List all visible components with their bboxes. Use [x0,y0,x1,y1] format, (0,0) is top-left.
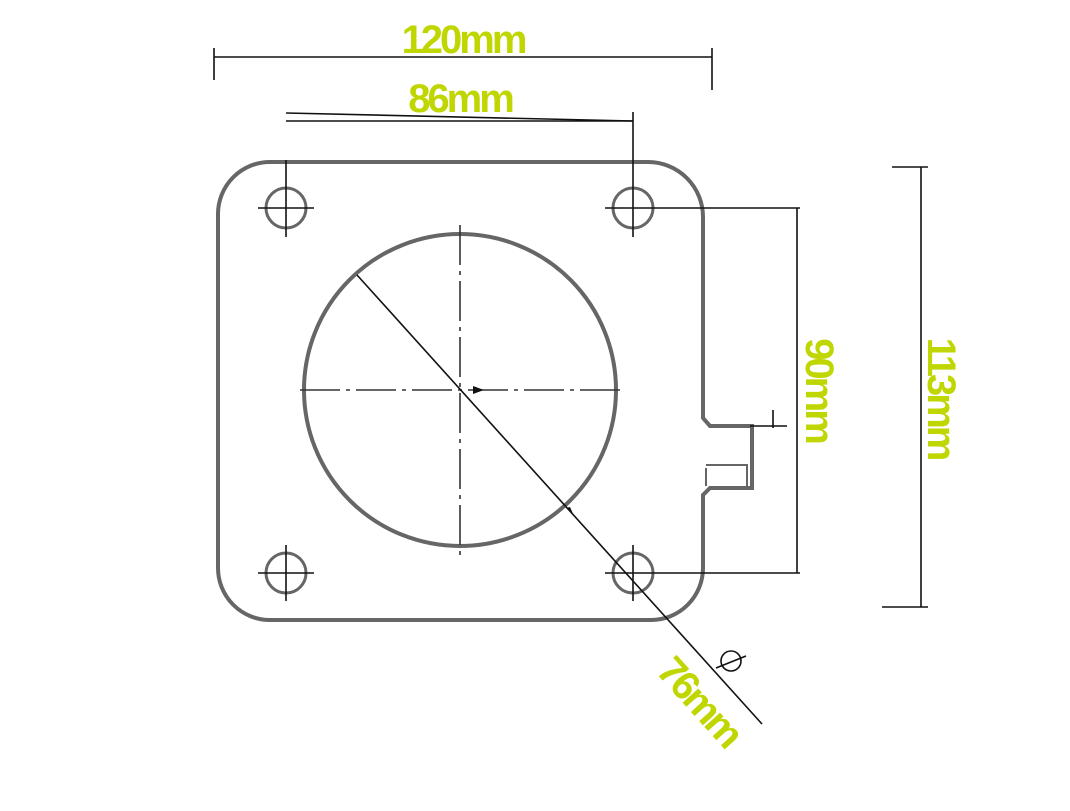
label-120mm: 120mm [402,18,526,62]
diameter-symbol-icon [720,650,742,672]
center-arrow-icon [473,386,484,394]
label-90mm: 90mm [797,338,841,443]
dimension-hole-spacing-horizontal: 86mm [285,77,634,122]
dimension-overall-height: 113mm [882,166,963,608]
dimension-overall-width: 120mm [213,18,713,90]
label-113mm: 113mm [919,338,963,460]
mounting-hole-top-left [258,160,314,237]
mounting-hole-bottom-left [258,545,314,601]
notch-inner-line [705,464,748,486]
mounting-hole-bottom-right [605,545,800,601]
label-86mm: 86mm [408,77,513,121]
dimension-hole-spacing-vertical: 90mm [796,208,841,573]
mounting-hole-top-right [605,112,800,237]
label-76mm: 76mm [648,649,751,757]
plate-outline [216,160,754,622]
